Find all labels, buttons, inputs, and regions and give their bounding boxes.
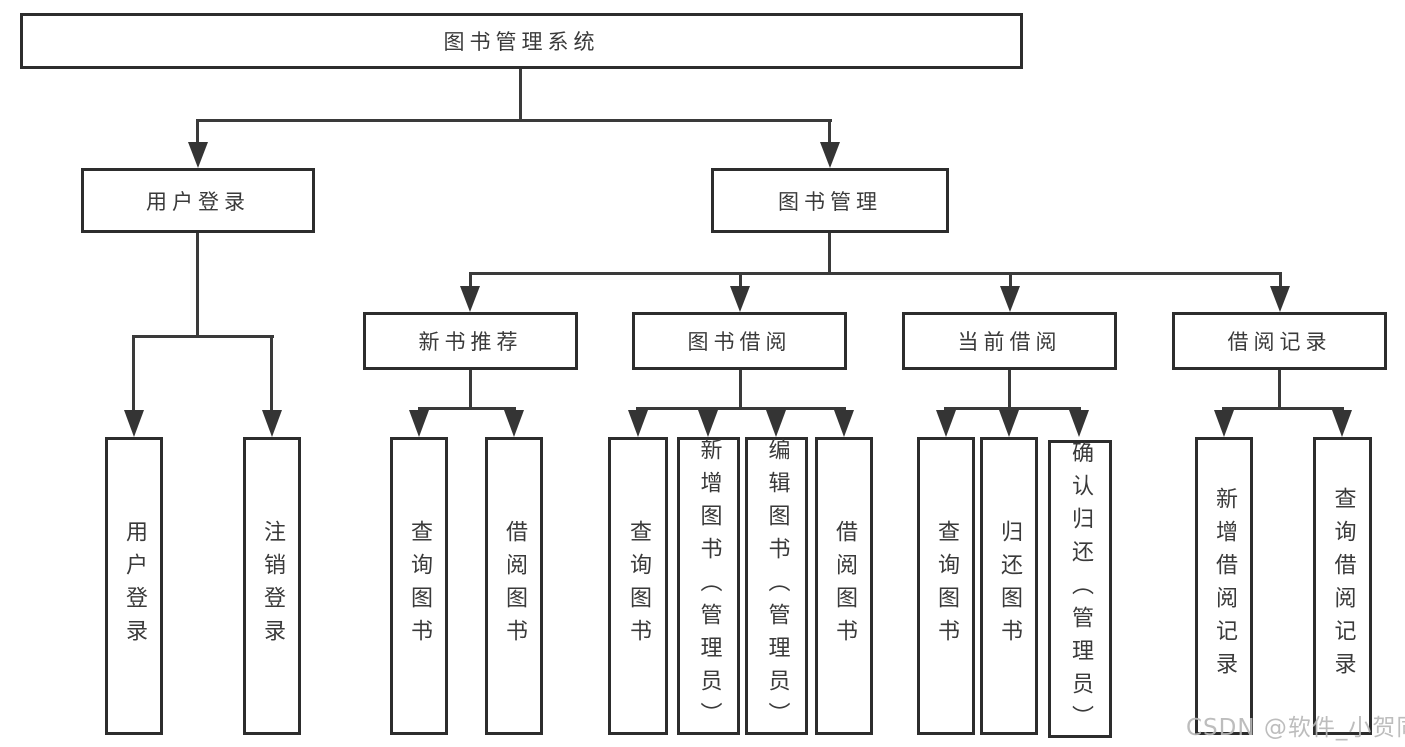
arrow-down-icon xyxy=(766,410,786,437)
connector-line xyxy=(469,272,472,288)
arrow-down-icon xyxy=(628,410,648,437)
arrow-down-icon xyxy=(936,410,956,437)
arrow-down-icon xyxy=(262,410,282,437)
connector-line xyxy=(636,407,846,410)
node-book-borrowing: 图书借阅 xyxy=(632,312,847,370)
csdn-watermark: CSDN @软件_小贺同学 xyxy=(1186,715,1405,741)
leaf-query-books-3-label: 查询图书 xyxy=(934,520,959,652)
leaf-query-books-1-label: 查询图书 xyxy=(407,520,432,652)
leaf-query-borrow-record-label: 查询借阅记录 xyxy=(1330,487,1356,685)
leaf-return-books: 归还图书 xyxy=(980,437,1038,735)
connector-line xyxy=(469,272,1282,275)
leaf-borrow-books-1-label: 借阅图书 xyxy=(502,520,527,652)
connector-line xyxy=(828,233,831,272)
leaf-return-books-label: 归还图书 xyxy=(997,520,1022,652)
node-new-book-recommend-label: 新书推荐 xyxy=(418,330,523,354)
leaf-borrow-books-1: 借阅图书 xyxy=(485,437,543,735)
leaf-user-login: 用户登录 xyxy=(105,437,163,735)
leaf-query-borrow-record: 查询借阅记录 xyxy=(1313,437,1372,735)
leaf-add-books-admin: 新增图书（管理员） xyxy=(677,437,740,735)
arrow-down-icon xyxy=(1332,410,1352,437)
node-root: 图书管理系统 xyxy=(20,13,1023,69)
arrow-down-icon xyxy=(698,410,718,437)
arrow-down-icon xyxy=(1214,410,1234,437)
connector-line xyxy=(1008,370,1011,407)
connector-line xyxy=(196,233,199,335)
arrow-down-icon xyxy=(820,142,840,168)
arrow-down-icon xyxy=(188,142,208,168)
node-user-login-label: 用户登录 xyxy=(146,189,250,214)
connector-line xyxy=(270,335,273,413)
connector-line xyxy=(944,407,1081,410)
node-borrowing-records: 借阅记录 xyxy=(1172,312,1387,370)
leaf-confirm-return-admin: 确认归还（管理员） xyxy=(1048,440,1112,738)
connector-line xyxy=(1279,272,1282,288)
leaf-query-books-2: 查询图书 xyxy=(608,437,668,735)
leaf-borrow-books-2: 借阅图书 xyxy=(815,437,873,735)
connector-line xyxy=(1222,407,1344,410)
node-current-borrowing-label: 当前借阅 xyxy=(957,330,1062,354)
node-new-book-recommend: 新书推荐 xyxy=(363,312,578,370)
node-borrowing-records-label: 借阅记录 xyxy=(1227,330,1332,354)
connector-line xyxy=(519,69,522,119)
connector-line xyxy=(196,119,832,122)
node-book-management-label: 图书管理 xyxy=(778,189,882,214)
arrow-down-icon xyxy=(124,410,144,437)
leaf-edit-books-admin-label: 编辑图书（管理员） xyxy=(764,437,790,735)
arrow-down-icon xyxy=(1069,410,1089,437)
arrow-down-icon xyxy=(1270,286,1290,312)
arrow-down-icon xyxy=(409,410,429,437)
arrow-down-icon xyxy=(504,410,524,437)
leaf-add-books-admin-label: 新增图书（管理员） xyxy=(696,437,722,735)
connector-line xyxy=(418,407,516,410)
connector-line xyxy=(196,119,199,145)
connector-line xyxy=(828,119,831,145)
leaf-logout: 注销登录 xyxy=(243,437,301,735)
leaf-user-login-label: 用户登录 xyxy=(122,520,147,652)
connector-line xyxy=(739,370,742,407)
connector-line xyxy=(132,335,274,338)
connector-line xyxy=(1009,272,1012,288)
leaf-query-books-3: 查询图书 xyxy=(917,437,975,735)
leaf-add-borrow-record-label: 新增借阅记录 xyxy=(1212,487,1237,685)
leaf-add-borrow-record: 新增借阅记录 xyxy=(1195,437,1253,735)
connector-line xyxy=(469,370,472,407)
arrow-down-icon xyxy=(1000,286,1020,312)
connector-line xyxy=(1278,370,1281,407)
arrow-down-icon xyxy=(460,286,480,312)
node-current-borrowing: 当前借阅 xyxy=(902,312,1117,370)
leaf-query-books-2-label: 查询图书 xyxy=(626,520,651,652)
leaf-query-books-1: 查询图书 xyxy=(390,437,448,735)
arrow-down-icon xyxy=(730,286,750,312)
node-user-login: 用户登录 xyxy=(81,168,315,233)
node-book-management: 图书管理 xyxy=(711,168,949,233)
leaf-borrow-books-2-label: 借阅图书 xyxy=(832,520,857,652)
arrow-down-icon xyxy=(999,410,1019,437)
leaf-edit-books-admin: 编辑图书（管理员） xyxy=(745,437,808,735)
node-root-label: 图书管理系统 xyxy=(443,30,600,54)
connector-line xyxy=(132,335,135,413)
connector-line xyxy=(739,272,742,288)
arrow-down-icon xyxy=(834,410,854,437)
leaf-logout-label: 注销登录 xyxy=(260,520,285,652)
leaf-confirm-return-admin-label: 确认归还（管理员） xyxy=(1068,440,1093,738)
node-book-borrowing-label: 图书借阅 xyxy=(687,330,792,354)
